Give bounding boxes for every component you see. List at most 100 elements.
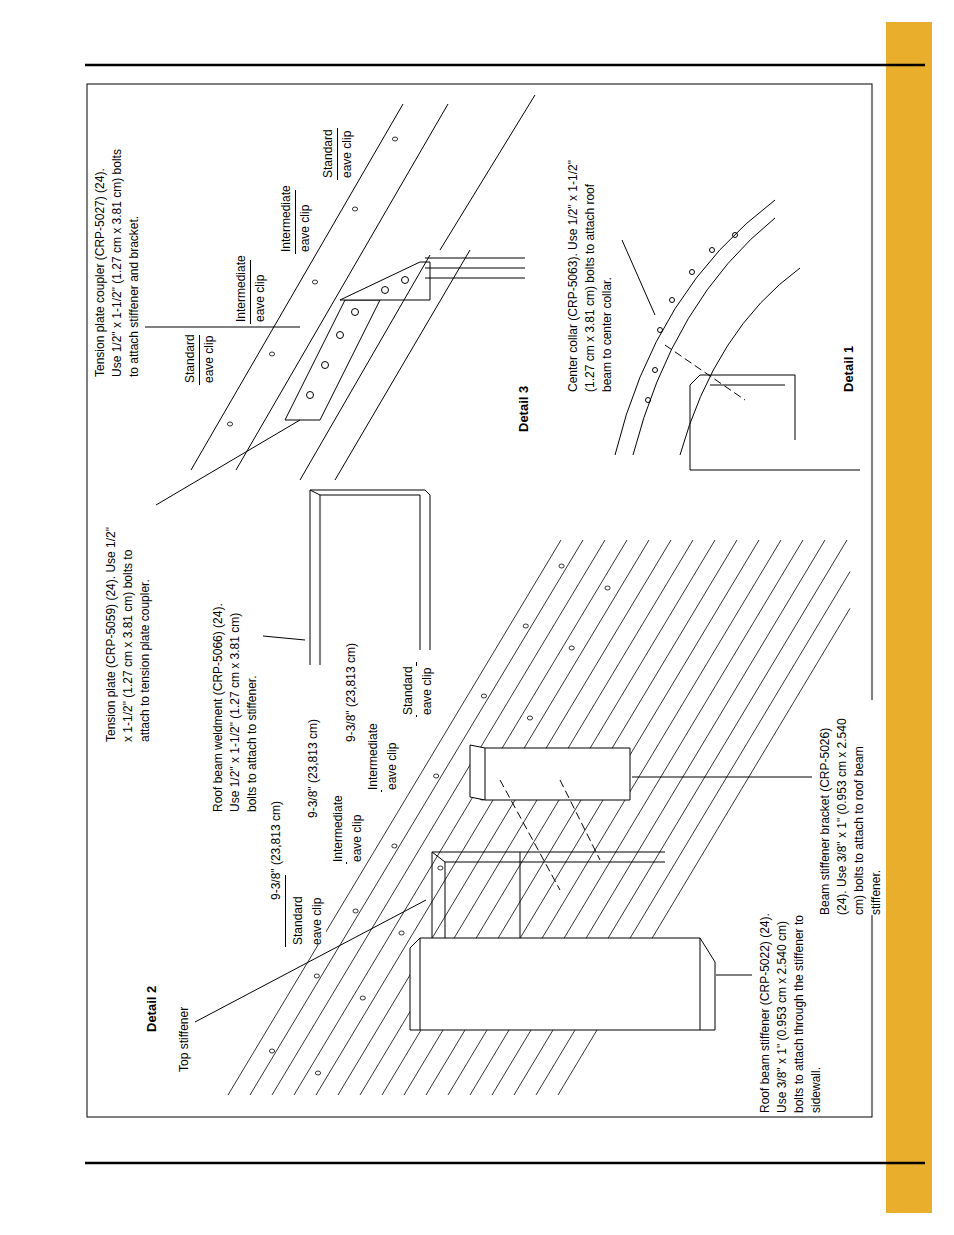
part-callout: Tension plate (CRP-5059) (24). Use 1/2" … bbox=[103, 520, 154, 742]
bolt-hole bbox=[352, 309, 359, 316]
eave-clip-label: Intermediate bbox=[278, 185, 295, 252]
eave-clip-label: Intermediate bbox=[233, 255, 250, 322]
bolt-hole bbox=[352, 207, 357, 211]
header-rule bbox=[85, 64, 925, 67]
label-divider bbox=[285, 875, 286, 947]
bolt-hole bbox=[690, 270, 695, 275]
detail-3-parts bbox=[145, 95, 535, 505]
detail-1-parts bbox=[615, 200, 860, 470]
bolt-hole bbox=[337, 332, 344, 339]
eave-clip-label: Standard bbox=[182, 334, 199, 383]
sidewall-line bbox=[404, 540, 737, 1095]
bolt-hole bbox=[523, 624, 528, 628]
bolt-hole bbox=[559, 564, 564, 568]
part-callout: Beam stiffener bracket (CRP-5026) (24). … bbox=[817, 700, 885, 915]
bolt-hole bbox=[733, 233, 738, 238]
eave-clip-label: eave clip bbox=[349, 815, 366, 862]
bolt-hole bbox=[653, 368, 658, 373]
dimension-label: 9-3/8" (23,813 cm) bbox=[268, 801, 285, 900]
leader-line bbox=[145, 327, 300, 328]
label-divider bbox=[199, 335, 200, 385]
bolt-centerline bbox=[500, 780, 600, 890]
roof-beam-end bbox=[425, 258, 525, 278]
roof-beam-weldment bbox=[310, 490, 430, 665]
bolt-hole bbox=[569, 646, 574, 650]
eave-line bbox=[236, 104, 448, 470]
bolt-hole bbox=[353, 909, 358, 913]
bolt-hole bbox=[658, 328, 663, 333]
sidewall-line bbox=[382, 540, 715, 1095]
bolt-hole bbox=[399, 931, 404, 935]
label-divider bbox=[337, 128, 338, 180]
callout-text: Top stiffener bbox=[176, 1007, 193, 1072]
bolt-hole bbox=[438, 866, 443, 870]
bolt-hole bbox=[710, 248, 715, 253]
bolt-hole bbox=[392, 844, 397, 848]
side-tab bbox=[886, 22, 932, 1213]
stiffener-flange bbox=[420, 938, 700, 1030]
bolt-hole bbox=[227, 422, 232, 426]
eave-clip-label: Intermediate bbox=[330, 795, 347, 862]
beam-stiffener-bracket bbox=[470, 745, 630, 800]
tension-plate bbox=[285, 300, 380, 420]
bolt-hole bbox=[269, 1049, 274, 1053]
part-callout: Roof beam weldment (CRP-5066) (24). Use … bbox=[210, 597, 261, 812]
bolt-hole bbox=[670, 298, 675, 303]
eave-clip-label: eave clip bbox=[384, 743, 401, 790]
eave-clip-label: Standard bbox=[400, 666, 417, 715]
eave-clip-label: eave clip bbox=[201, 336, 218, 383]
roof-beam-channel bbox=[690, 375, 860, 470]
bolt-hole bbox=[605, 586, 610, 590]
center-collar-arc bbox=[680, 268, 800, 455]
bolt-hole bbox=[402, 277, 409, 284]
eave-clip-label: Intermediate bbox=[365, 723, 382, 790]
leader-line bbox=[716, 975, 752, 976]
detail-title: Detail 2 bbox=[143, 986, 160, 1032]
leader-line bbox=[622, 240, 655, 315]
leader-line bbox=[156, 420, 300, 505]
dimension-label: 9-3/8" (23,813 cm) bbox=[305, 719, 322, 818]
center-collar-arc bbox=[615, 200, 775, 455]
bolt-hole bbox=[646, 398, 651, 403]
part-callout: Tension plate coupler (CRP-5027) (24). U… bbox=[92, 147, 143, 377]
bolt-hole bbox=[269, 352, 274, 356]
eave-clip-label: eave clip bbox=[297, 205, 314, 252]
eave-clip-label: Standard bbox=[320, 129, 337, 178]
bolt-hole bbox=[307, 392, 314, 399]
leader-line bbox=[632, 777, 812, 778]
bolt-hole bbox=[314, 974, 319, 978]
eave-clip-label: eave clip bbox=[309, 898, 326, 945]
detail-2-parts bbox=[195, 490, 812, 1030]
bolt-holes bbox=[227, 137, 610, 1075]
leader-line bbox=[263, 636, 305, 640]
bolt-hole bbox=[322, 362, 329, 369]
figure-frame bbox=[87, 84, 872, 1117]
tension-plate-coupler bbox=[340, 262, 430, 300]
bolt-hole bbox=[481, 694, 486, 698]
bolt-hole bbox=[527, 716, 532, 720]
top-stiffener-profile bbox=[432, 852, 665, 940]
part-callout: Center collar (CRP-5063). Use 1/2" x 1-1… bbox=[565, 152, 616, 392]
bolt-hole bbox=[315, 1071, 320, 1075]
beam-edge bbox=[300, 95, 535, 480]
center-collar-arc bbox=[633, 218, 775, 455]
roof-beam-stiffener bbox=[410, 938, 715, 1030]
eave-clip-label: eave clip bbox=[339, 131, 356, 178]
bolt-hole bbox=[360, 996, 365, 1000]
footer-rule bbox=[85, 1162, 925, 1165]
bolt-centerline bbox=[665, 345, 745, 400]
part-callout: Roof beam stiffener (CRP-5022) (24). Use… bbox=[757, 913, 825, 1113]
eave-clip-label: eave clip bbox=[252, 275, 269, 322]
bolt-hole bbox=[434, 774, 439, 778]
detail-title: Detail 1 bbox=[840, 346, 857, 392]
bolt-hole bbox=[392, 137, 397, 141]
label-divider bbox=[295, 190, 296, 254]
label-divider bbox=[250, 260, 251, 324]
dimension-label: 9-3/8" (23,813 cm) bbox=[343, 643, 360, 742]
eave-clip-label: eave clip bbox=[419, 668, 436, 715]
eave-clip-label: Standard bbox=[290, 896, 307, 945]
detail-title: Detail 3 bbox=[515, 386, 532, 432]
bolt-hole bbox=[312, 280, 317, 284]
